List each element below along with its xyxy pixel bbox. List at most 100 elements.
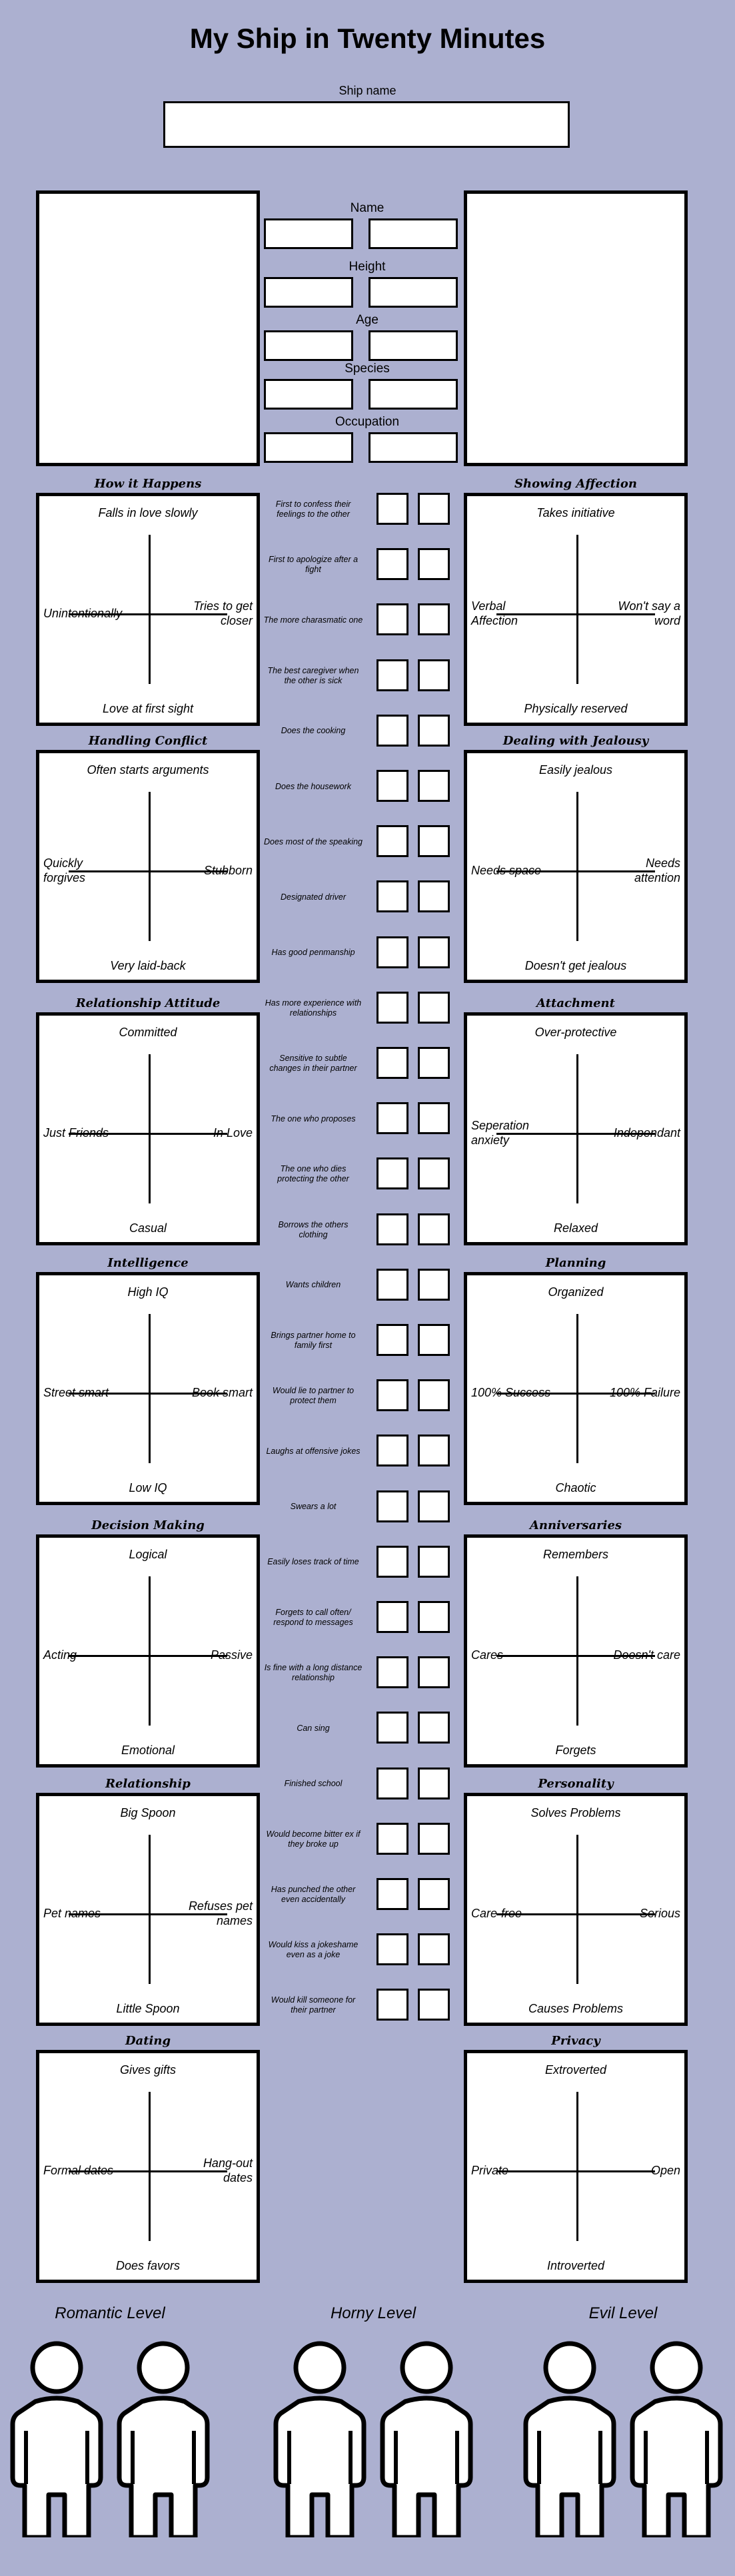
- trait-checkbox-a[interactable]: [376, 770, 408, 802]
- trait-label: Would lie to partner to protect them: [272, 1386, 355, 1406]
- trait-checkbox-a[interactable]: [376, 1490, 408, 1522]
- info-field-occupation-a[interactable]: [264, 432, 353, 463]
- axis-label-top: High IQ: [127, 1285, 169, 1299]
- info-field-name-b[interactable]: [368, 218, 458, 249]
- y-axis-line: [576, 1054, 578, 1203]
- trait-checkbox-a[interactable]: [376, 1989, 408, 2021]
- trait-checkbox-a[interactable]: [376, 1545, 408, 1578]
- trait-checkbox-a[interactable]: [376, 1268, 408, 1301]
- trait-checkbox-a[interactable]: [376, 1712, 408, 1744]
- trait-checkbox-a[interactable]: [376, 1379, 408, 1412]
- axis-label-right: Doesn't care: [613, 1648, 681, 1662]
- person-figure-b[interactable]: [117, 2338, 210, 2541]
- portrait-left-box[interactable]: [36, 190, 260, 466]
- trait-checkbox-b[interactable]: [418, 1656, 450, 1689]
- trait-checkbox-a[interactable]: [376, 1435, 408, 1467]
- info-field-height-a[interactable]: [264, 277, 353, 308]
- trait-row: The more charasmatic one: [263, 605, 363, 635]
- trait-checkbox-a[interactable]: [376, 659, 408, 691]
- person-figure-b[interactable]: [630, 2338, 723, 2541]
- trait-checkbox-a[interactable]: [376, 548, 408, 581]
- trait-checkbox-b[interactable]: [418, 1213, 450, 1245]
- trait-checkbox-b[interactable]: [418, 1268, 450, 1301]
- trait-checkbox-b[interactable]: [418, 1435, 450, 1467]
- trait-checkbox-b[interactable]: [418, 1822, 450, 1855]
- trait-checkbox-a[interactable]: [376, 991, 408, 1024]
- trait-checkbox-b[interactable]: [418, 991, 450, 1024]
- trait-checkbox-b[interactable]: [418, 1601, 450, 1633]
- info-field-age-b[interactable]: [368, 330, 458, 361]
- info-field-name-a[interactable]: [264, 218, 353, 249]
- trait-label: Has more experience with relationships: [265, 998, 362, 1018]
- trait-checkbox-b[interactable]: [418, 880, 450, 913]
- trait-checkbox-a[interactable]: [376, 603, 408, 636]
- trait-checkbox-b[interactable]: [418, 548, 450, 581]
- trait-checkbox-b[interactable]: [418, 936, 450, 968]
- trait-checkbox-a[interactable]: [376, 1933, 408, 1966]
- trait-checkbox-b[interactable]: [418, 1545, 450, 1578]
- trait-checkbox-b[interactable]: [418, 1157, 450, 1190]
- axis-label-bottom: Causes Problems: [528, 2002, 624, 2015]
- info-field-species-b[interactable]: [368, 379, 458, 410]
- portrait-right-box[interactable]: [464, 190, 688, 466]
- axis-label-bottom: Introverted: [546, 2259, 605, 2272]
- axis-label-right: 100% Failure: [609, 1386, 680, 1399]
- info-field-height-b[interactable]: [368, 277, 458, 308]
- trait-checkbox-b[interactable]: [418, 659, 450, 691]
- trait-checkbox-a[interactable]: [376, 880, 408, 913]
- trait-checkbox-b[interactable]: [418, 493, 450, 525]
- trait-checkbox-a[interactable]: [376, 714, 408, 747]
- person-figure-a[interactable]: [273, 2338, 367, 2541]
- trait-checkbox-b[interactable]: [418, 1379, 450, 1412]
- axis-label-bottom: Relaxed: [553, 1221, 598, 1235]
- trait-checkbox-a[interactable]: [376, 493, 408, 525]
- trait-row: The one who dies protecting the other: [263, 1159, 363, 1189]
- trait-checkbox-b[interactable]: [418, 1490, 450, 1522]
- trait-checkbox-b[interactable]: [418, 1933, 450, 1966]
- trait-checkbox-b[interactable]: [418, 1878, 450, 1910]
- trait-checkbox-b[interactable]: [418, 714, 450, 747]
- trait-checkbox-a[interactable]: [376, 1878, 408, 1910]
- trait-checkbox-a[interactable]: [376, 1656, 408, 1689]
- person-figure-a[interactable]: [523, 2338, 616, 2541]
- trait-checkbox-b[interactable]: [418, 1102, 450, 1135]
- info-field-age-a[interactable]: [264, 330, 353, 361]
- trait-checkbox-b[interactable]: [418, 603, 450, 636]
- trait-checkbox-b[interactable]: [418, 1324, 450, 1356]
- info-field-occupation-b[interactable]: [368, 432, 458, 463]
- trait-checkbox-b[interactable]: [418, 1767, 450, 1799]
- trait-checkbox-a[interactable]: [376, 1047, 408, 1079]
- trait-checkbox-a[interactable]: [376, 1601, 408, 1633]
- trait-checkbox-a[interactable]: [376, 825, 408, 858]
- trait-checkbox-a[interactable]: [376, 936, 408, 968]
- trait-checkbox-a[interactable]: [376, 1157, 408, 1190]
- person-figure-a[interactable]: [10, 2338, 103, 2541]
- trait-checkbox-a[interactable]: [376, 1102, 408, 1135]
- trait-checkbox-a[interactable]: [376, 1213, 408, 1245]
- trait-checkbox-b[interactable]: [418, 1712, 450, 1744]
- person-figure-b[interactable]: [380, 2338, 473, 2541]
- trait-checkbox-b[interactable]: [418, 1989, 450, 2021]
- info-field-species-a[interactable]: [264, 379, 353, 410]
- trait-checkbox-a[interactable]: [376, 1767, 408, 1799]
- trait-checkbox-a[interactable]: [376, 1324, 408, 1356]
- trait-checkbox-a[interactable]: [376, 1822, 408, 1855]
- trait-checkbox-b[interactable]: [418, 825, 450, 858]
- trait-checkbox-b[interactable]: [418, 1047, 450, 1079]
- ship-name-field[interactable]: [163, 101, 570, 148]
- trait-checkbox-b[interactable]: [418, 770, 450, 802]
